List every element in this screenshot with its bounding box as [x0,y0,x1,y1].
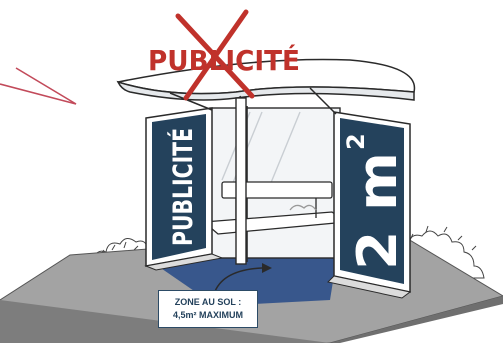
posts [236,98,246,264]
left-panel-text: PUBLICITÉ [167,128,199,246]
floor-caption: ZONE AU SOL : 4,5m² MAXIMUM [158,290,258,328]
right-panel-text: 2 m [346,152,409,270]
right-panel-superscript: 2 [342,133,370,150]
pointer-lines [0,68,76,104]
top-banner-text: PUBLICITÉ [148,43,300,77]
floor-caption-line2: 4,5m² MAXIMUM [159,309,257,322]
floor-caption-line1: ZONE AU SOL : [159,296,257,309]
